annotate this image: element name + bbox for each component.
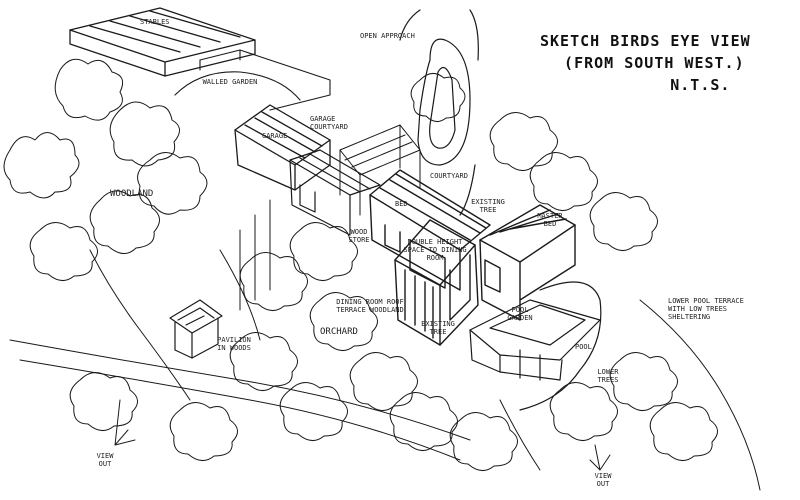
stables-building <box>69 7 256 77</box>
label-garage-courtyard: GARAGE COURTYARD <box>310 115 348 131</box>
gable-wing <box>394 219 479 346</box>
label-bed: BED <box>395 200 408 208</box>
title-line-3: N.T.S. <box>670 76 731 94</box>
master-bed-wing <box>479 204 576 321</box>
sketch-title: SKETCH BIRDS EYE VIEW (FROM SOUTH WEST.)… <box>540 30 751 96</box>
label-view-out-right: VIEW OUT <box>594 472 612 488</box>
label-courtyard: COURTYARD <box>430 172 468 180</box>
site-paths <box>9 199 761 491</box>
label-orchard: ORCHARD <box>320 327 358 337</box>
label-master-bed: MASTER BED <box>537 212 563 228</box>
pergola <box>339 124 421 216</box>
approach-driveway <box>399 9 479 216</box>
label-stables: STABLES <box>140 18 170 26</box>
label-existing-tree-top: EXISTING TREE <box>471 198 505 214</box>
label-pool: POOL <box>575 343 592 351</box>
garage-building <box>234 104 331 191</box>
label-wood-store: WOOD STORE <box>348 228 370 244</box>
label-walled-garden: WALLED GARDEN <box>202 78 258 86</box>
label-lower-trees: LOWER TREES <box>597 368 619 384</box>
label-woodland: WOODLAND <box>110 189 154 199</box>
pavilion <box>169 299 223 359</box>
label-dining-room: DINING ROOM ROOF TERRACE WOODLAND <box>336 298 404 314</box>
label-garage: GARAGE <box>262 132 288 140</box>
main-house <box>369 169 491 291</box>
title-line-1: SKETCH BIRDS EYE VIEW <box>540 32 751 50</box>
label-double-height: DOUBLE HEIGHT SPACE TO DINING ROOM <box>403 238 467 262</box>
label-pool-garden: POOL GARDEN <box>507 306 533 322</box>
walled-garden-wall <box>174 49 331 111</box>
title-line-2: (FROM SOUTH WEST.) <box>564 54 745 72</box>
label-open-approach: OPEN APPROACH <box>360 32 415 40</box>
label-existing-tree-mid: EXISTING TREE <box>421 320 455 336</box>
label-view-out-left: VIEW OUT <box>96 452 114 468</box>
label-pavilion: PAVILION IN WOODS <box>217 336 251 352</box>
label-lower-pool-terrace: LOWER POOL TERRACE WITH LOW TREES SHELTE… <box>668 297 744 321</box>
link-wing <box>289 149 381 236</box>
woodland-trees <box>3 58 718 471</box>
